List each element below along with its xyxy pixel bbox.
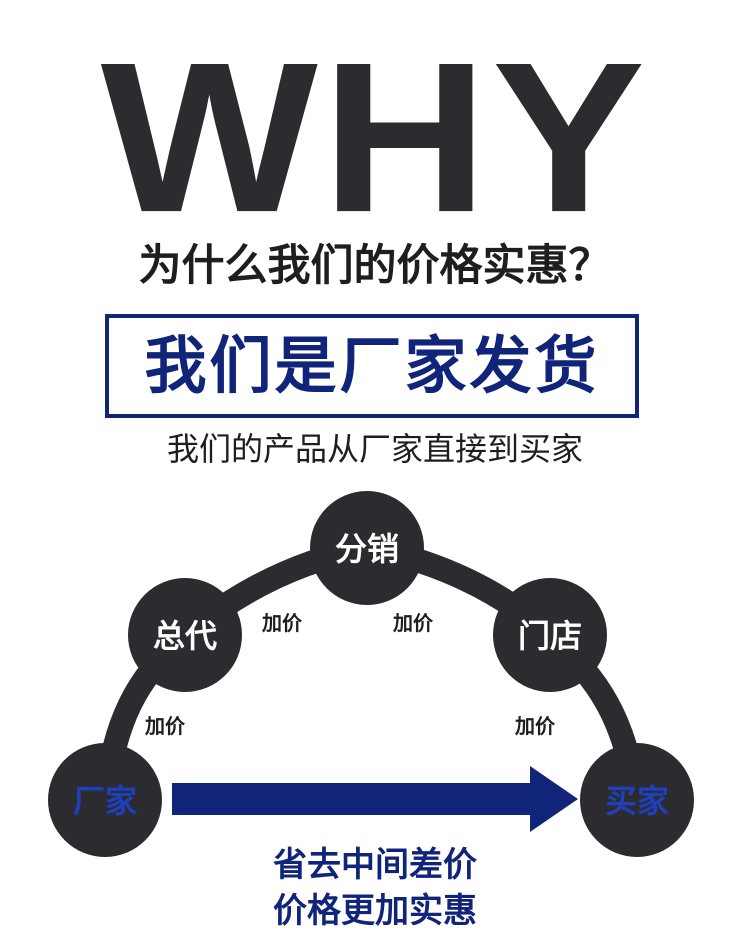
node-store-label: 门店 bbox=[518, 617, 582, 655]
node-factory-label: 厂家 bbox=[73, 782, 137, 820]
subtitle: 我们的产品从厂家直接到买家 bbox=[166, 430, 583, 468]
savings-line-2: 价格更加实惠 bbox=[273, 891, 477, 931]
savings-message: 省去中间差价 价格更加实惠 bbox=[0, 842, 750, 934]
node-general-agent-label: 总代 bbox=[153, 617, 217, 655]
node-distribution-label: 分销 bbox=[335, 530, 399, 568]
factory-shipping-label: 我们是厂家发货 bbox=[144, 329, 600, 402]
markup-label-4: 加价 bbox=[514, 714, 556, 738]
headline-why: WHY bbox=[100, 17, 650, 257]
node-distribution: 分销 bbox=[310, 491, 424, 605]
node-general-agent: 总代 bbox=[128, 578, 242, 692]
markup-label-2: 加价 bbox=[261, 611, 303, 635]
node-factory: 厂家 bbox=[48, 743, 162, 857]
question-heading: 为什么我们的价格实惠？ bbox=[138, 241, 612, 291]
direct-arrow bbox=[172, 766, 578, 832]
markup-label-3: 加价 bbox=[392, 611, 434, 635]
node-buyer-label: 买家 bbox=[605, 782, 669, 820]
node-buyer: 买家 bbox=[580, 743, 694, 857]
factory-shipping-box: 我们是厂家发货 bbox=[105, 314, 639, 418]
node-store: 门店 bbox=[493, 578, 607, 692]
savings-line-1: 省去中间差价 bbox=[273, 845, 477, 885]
markup-label-1: 加价 bbox=[144, 714, 186, 738]
